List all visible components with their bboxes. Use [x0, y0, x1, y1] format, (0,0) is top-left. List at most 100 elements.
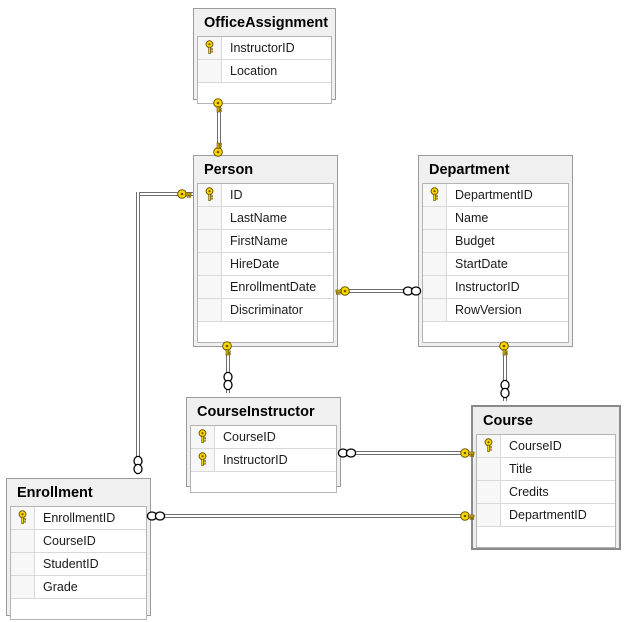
key-cell-empty: [423, 321, 447, 342]
key-icon: [484, 438, 493, 453]
table-row[interactable]: InstructorID: [191, 448, 336, 472]
crowsfoot-infinity-icon-enrollment-right-end: [146, 509, 166, 523]
primary-key-cell: [191, 425, 215, 448]
key-cell-empty: [198, 298, 222, 321]
table-row[interactable]: DepartmentID: [477, 503, 615, 527]
key-cell-empty: [198, 229, 222, 252]
key-icon: [205, 40, 214, 55]
column-name: FirstName: [230, 233, 288, 248]
table-row[interactable]: Grade: [11, 575, 146, 599]
entity-title-enrollment: Enrollment: [17, 485, 93, 501]
column-name: Location: [230, 63, 278, 78]
crowsfoot-infinity-icon-department-end: [402, 284, 422, 298]
table-row[interactable]: Credits: [477, 480, 615, 504]
table-row[interactable]: EnrollmentID: [11, 506, 146, 530]
key-cell-empty: [198, 82, 222, 103]
key-cell-empty: [191, 471, 215, 492]
column-name: Name: [455, 210, 489, 225]
key-icon: [198, 429, 207, 444]
table-row[interactable]: InstructorID: [198, 36, 331, 60]
table-row[interactable]: EnrollmentDate: [198, 275, 333, 299]
crowsfoot-infinity-icon-courseinstructor-right-end: [337, 446, 357, 460]
entity-title-course-instructor: CourseInstructor: [197, 404, 315, 420]
key-cell-empty: [477, 457, 501, 480]
column-name: Grade: [43, 579, 78, 594]
table-row[interactable]: InstructorID: [423, 275, 568, 299]
primary-key-cell: [191, 448, 215, 471]
table-row[interactable]: Budget: [423, 229, 568, 253]
key-cell-empty: [477, 526, 501, 547]
column-name: InstructorID: [223, 452, 288, 467]
key-cell-empty: [477, 503, 501, 526]
key-icon: [18, 510, 27, 525]
key-icon-person-department-end: [334, 283, 352, 299]
new-column-row[interactable]: [198, 321, 333, 342]
key-icon-course-courseinstructor-end: [459, 445, 479, 461]
table-row[interactable]: CourseID: [191, 425, 336, 449]
entity-title-course: Course: [483, 413, 533, 429]
table-row[interactable]: RowVersion: [423, 298, 568, 322]
new-column-row[interactable]: [198, 82, 331, 103]
key-cell-empty: [423, 206, 447, 229]
column-list-enrollment: EnrollmentID CourseID StudentID Grade: [10, 505, 147, 620]
table-row[interactable]: CourseID: [477, 434, 615, 458]
key-icon-course-enrollment-end: [459, 508, 479, 524]
table-row[interactable]: CourseID: [11, 529, 146, 553]
crowsfoot-infinity-icon-enrollment-top-end: [131, 455, 145, 475]
connector-department-course-line: [503, 351, 507, 401]
table-row[interactable]: Title: [477, 457, 615, 481]
key-cell-empty: [11, 552, 35, 575]
column-name: Title: [509, 461, 533, 476]
table-row[interactable]: HireDate: [198, 252, 333, 276]
table-row[interactable]: StudentID: [11, 552, 146, 576]
column-name: DepartmentID: [509, 507, 587, 522]
key-icon: [198, 452, 207, 467]
column-name: EnrollmentDate: [230, 279, 317, 294]
table-row[interactable]: FirstName: [198, 229, 333, 253]
key-cell-empty: [198, 252, 222, 275]
key-cell-empty: [11, 529, 35, 552]
column-name: RowVersion: [455, 302, 522, 317]
column-name: InstructorID: [455, 279, 520, 294]
column-name: DepartmentID: [455, 187, 533, 202]
primary-key-cell: [477, 434, 501, 457]
crowsfoot-infinity-icon-courseinstructor-top-end: [221, 371, 235, 391]
column-name: Discriminator: [230, 302, 303, 317]
column-name: ID: [230, 187, 243, 202]
primary-key-cell: [11, 506, 35, 529]
table-row[interactable]: Location: [198, 59, 331, 83]
crowsfoot-infinity-icon-course-top-end: [498, 379, 512, 399]
column-name: CourseID: [509, 438, 562, 453]
entity-title-office-assignment: OfficeAssignment: [204, 15, 329, 31]
column-name: Credits: [509, 484, 549, 499]
table-row[interactable]: StartDate: [423, 252, 568, 276]
key-cell-empty: [11, 598, 35, 619]
new-column-row[interactable]: [477, 526, 615, 547]
table-row[interactable]: DepartmentID: [423, 183, 568, 207]
column-name: InstructorID: [230, 40, 295, 55]
key-icon-person-enrollment-end: [176, 186, 196, 202]
new-column-row[interactable]: [423, 321, 568, 342]
table-row[interactable]: LastName: [198, 206, 333, 230]
table-row[interactable]: Name: [423, 206, 568, 230]
key-icon-department-course-end: [496, 340, 512, 356]
new-column-row[interactable]: [191, 471, 336, 492]
key-icon-person-top-end: [210, 142, 226, 158]
new-column-row[interactable]: [11, 598, 146, 619]
key-icon-officeassignment-end: [210, 97, 226, 113]
key-cell-empty: [198, 275, 222, 298]
table-row[interactable]: Discriminator: [198, 298, 333, 322]
column-name: CourseID: [43, 533, 96, 548]
table-row[interactable]: ID: [198, 183, 333, 207]
column-list-office-assignment: InstructorID Location: [197, 35, 332, 104]
connector-courseinstructor-course-line: [343, 451, 469, 455]
